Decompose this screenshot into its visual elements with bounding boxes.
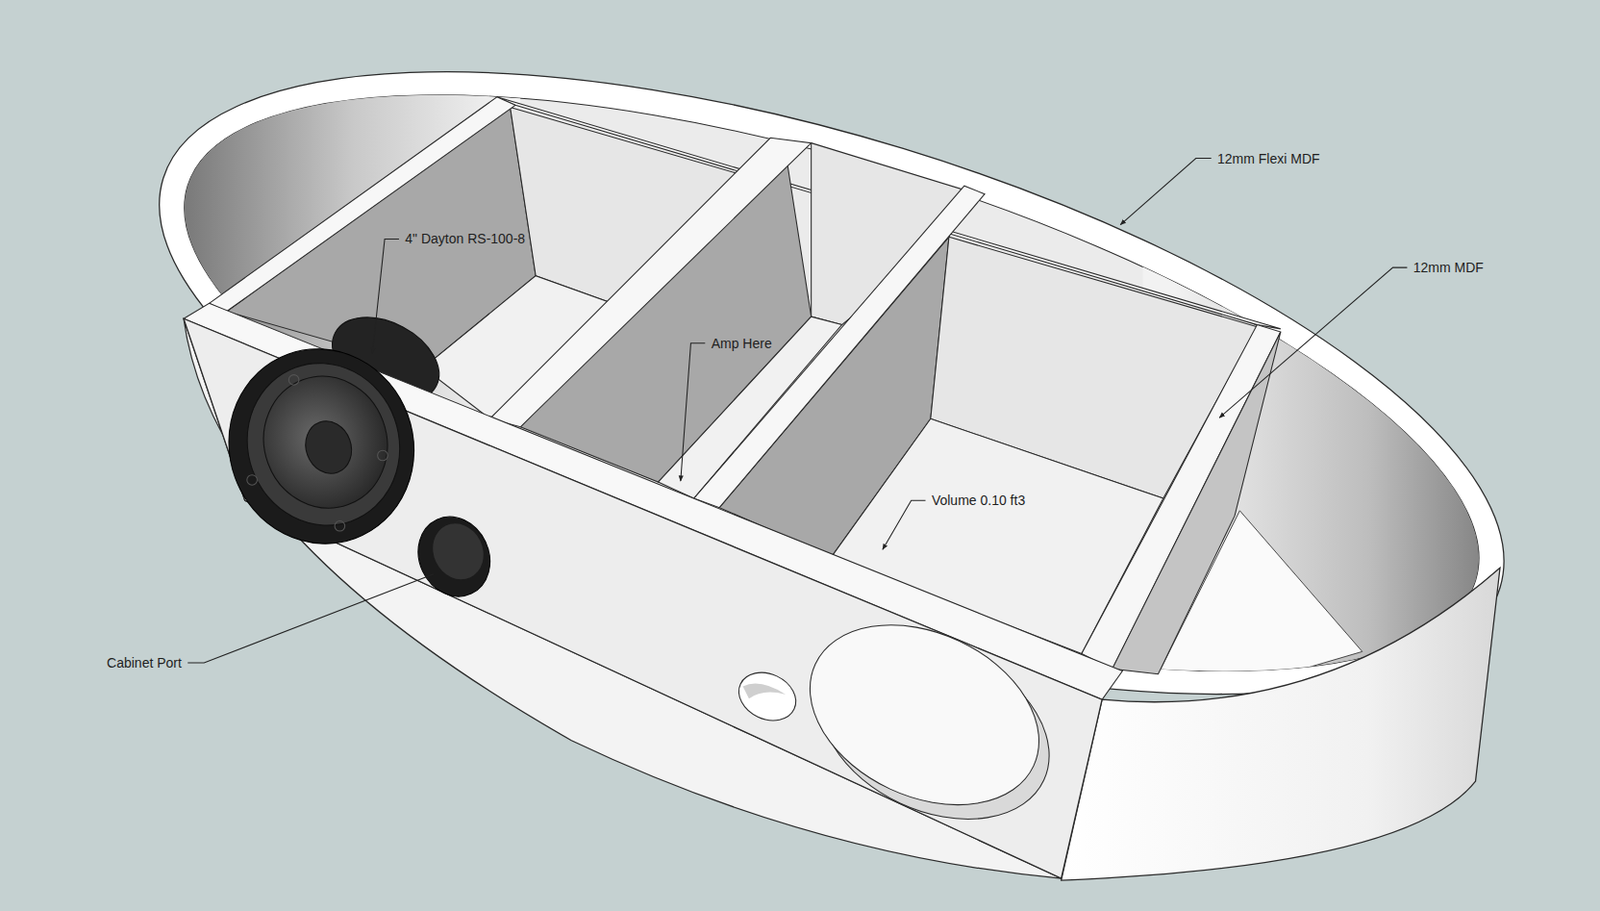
leader-lines <box>187 158 1407 663</box>
flexi-shell-side <box>1061 567 1500 880</box>
screw-hole <box>288 375 300 386</box>
leader-line <box>187 574 434 663</box>
leader-line <box>680 343 705 481</box>
panel-hole-shade <box>743 683 787 700</box>
leader-line <box>1120 158 1211 225</box>
woofer-flange <box>201 322 442 570</box>
leader-line <box>882 500 926 550</box>
cabinet-port-inner <box>424 515 493 588</box>
cabinet-port <box>405 504 503 608</box>
woofer-cone <box>245 358 406 525</box>
woofer-driver <box>201 322 442 570</box>
leader-line <box>1219 267 1407 418</box>
callout-label: 12mm MDF <box>1413 259 1484 275</box>
callout-label: 12mm Flexi MDF <box>1217 150 1321 167</box>
screw-hole <box>247 475 258 486</box>
woofer-surround <box>225 341 424 547</box>
panel-hole <box>730 663 804 729</box>
front-panel <box>183 318 1102 878</box>
screw-hole <box>377 450 389 461</box>
end-panel-face <box>1112 331 1281 675</box>
callout-label: Volume 0.10 ft3 <box>931 492 1025 508</box>
divider-edge <box>694 185 985 507</box>
woofer-dustcap <box>298 414 359 480</box>
divider-edge <box>209 97 516 312</box>
divider-edge <box>489 137 811 426</box>
callout-label: 4" Dayton RS-100-8 <box>404 230 525 247</box>
callout-label: Cabinet Port <box>106 654 182 671</box>
screw-hole <box>334 520 346 531</box>
control-disc <box>780 589 1069 840</box>
callout-label: Amp Here <box>711 335 773 351</box>
leader-line <box>372 238 400 353</box>
